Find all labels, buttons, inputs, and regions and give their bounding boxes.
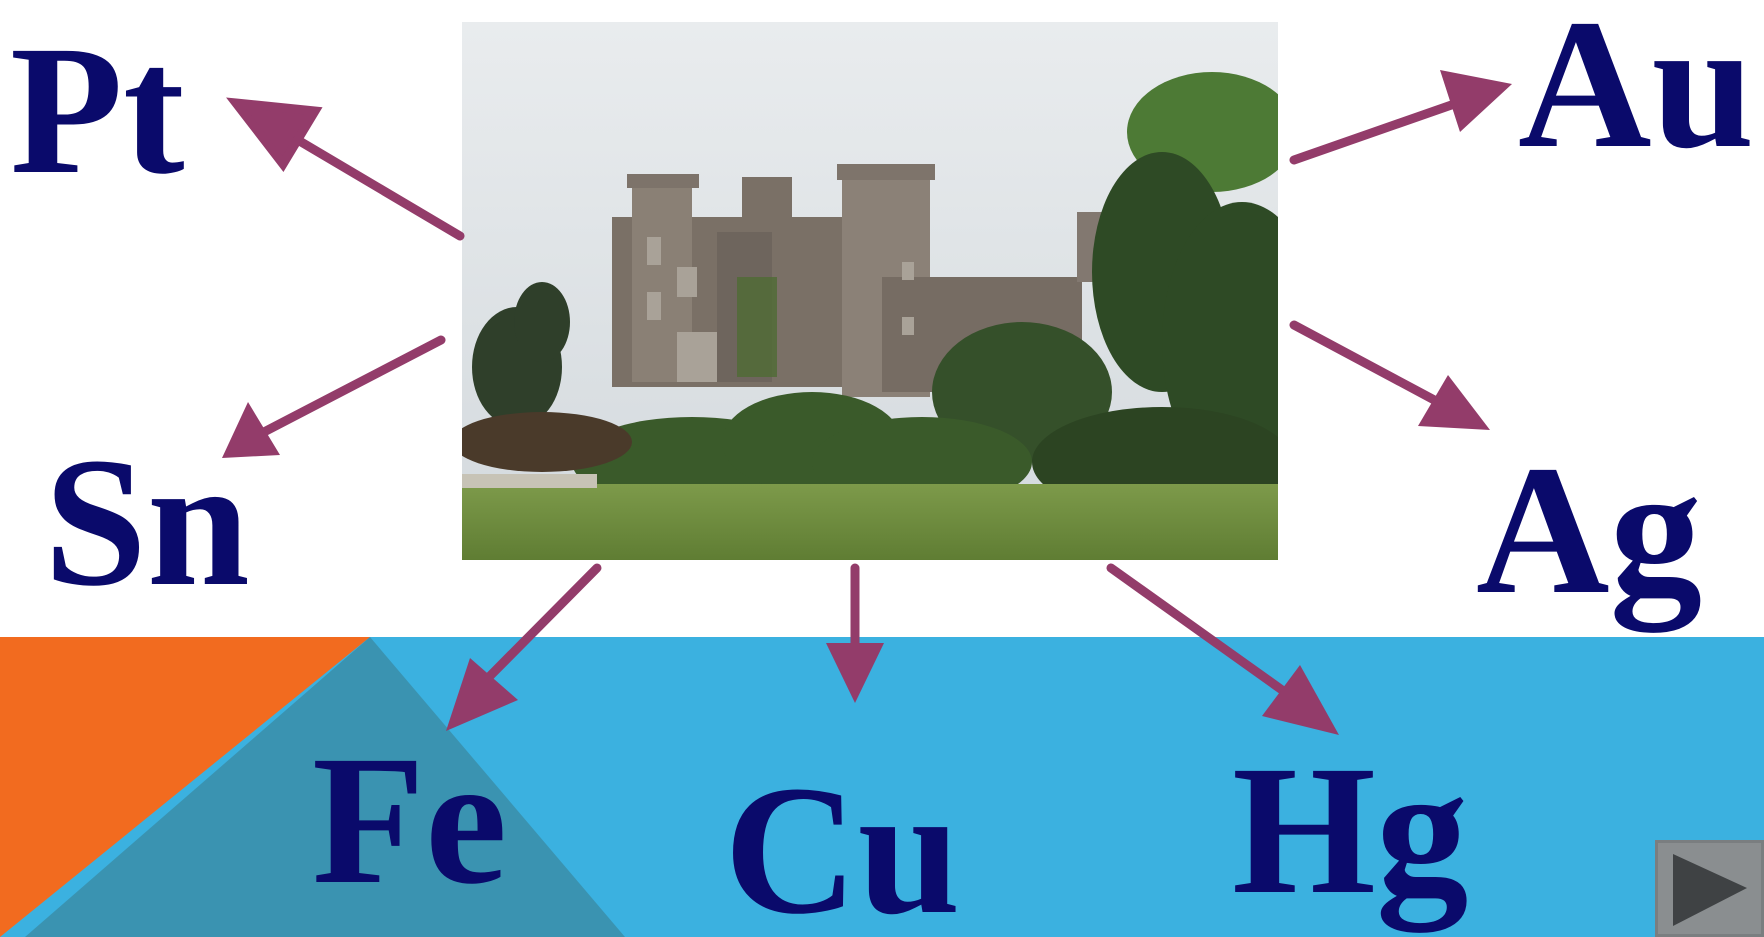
arrow-to-pt (226, 97, 465, 241)
arrow-to-au (1289, 70, 1512, 165)
symbol-silver: Ag (1476, 428, 1703, 633)
teal-triangle (25, 637, 625, 937)
orange-triangle (0, 637, 370, 937)
symbol-platinum: Pt (10, 8, 185, 213)
symbol-iron: Fe (312, 718, 508, 923)
symbol-mercury: Hg (1232, 728, 1469, 933)
symbol-copper: Cu (724, 748, 961, 937)
play-triangle-icon (1673, 854, 1747, 926)
lawn (462, 484, 1278, 560)
next-slide-button[interactable] (1655, 840, 1764, 937)
path (462, 474, 597, 488)
left-tree (472, 282, 570, 427)
symbol-tin: Sn (44, 420, 250, 625)
castle-photo (462, 22, 1278, 560)
arrow-to-sn (222, 335, 446, 458)
arrow-to-ag (1289, 320, 1490, 430)
symbol-gold: Au (1518, 0, 1755, 187)
castle (612, 164, 1107, 397)
